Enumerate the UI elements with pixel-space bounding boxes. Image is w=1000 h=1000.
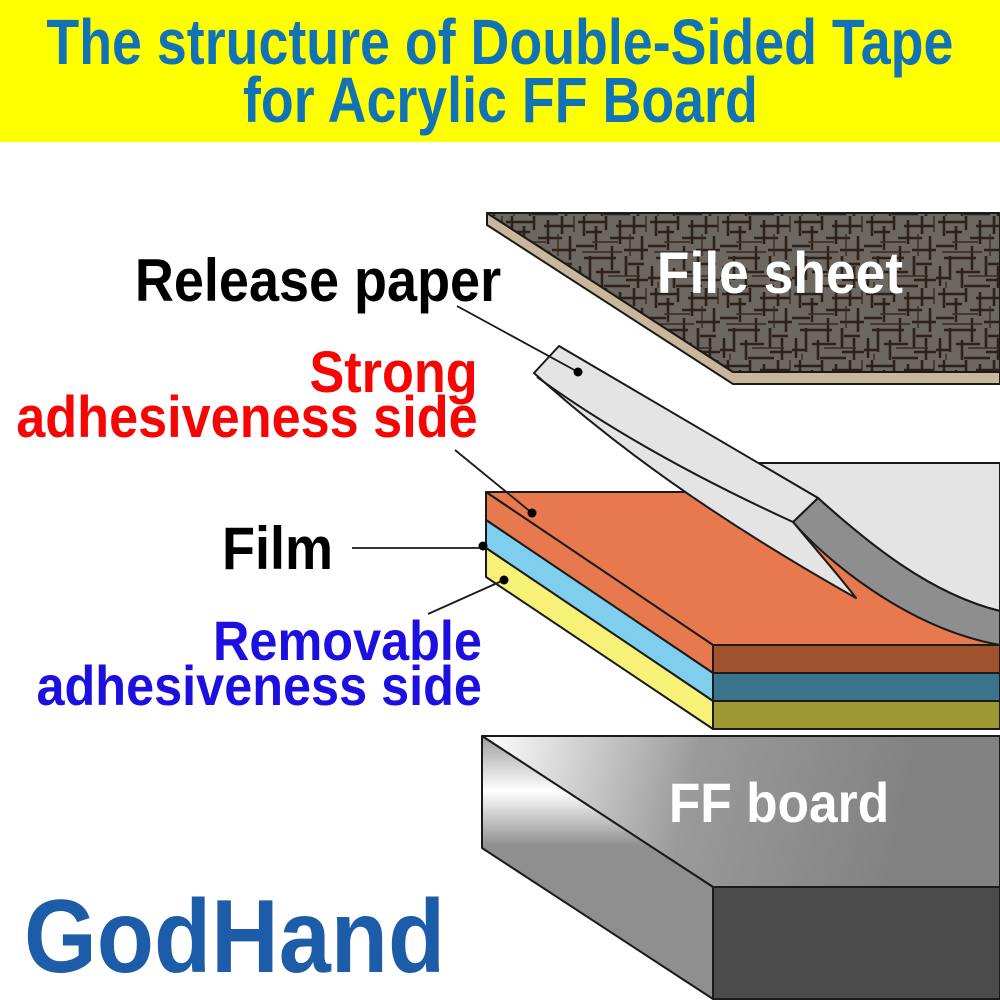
label-removable-line1: Removable <box>213 609 482 672</box>
film-front-face <box>712 672 1000 702</box>
release-paper-crease-line <box>536 376 794 523</box>
title-banner: The structure of Double-Sided Tape for A… <box>0 0 1000 142</box>
title-line-1: The structure of Double-Sided Tape <box>46 6 954 78</box>
film-leader-dot <box>478 541 488 551</box>
label-strong-line1: Strong <box>309 340 478 405</box>
ff-board-front-face <box>712 886 1000 1000</box>
label-film: Film <box>222 515 334 582</box>
release-paper-leader-dot <box>573 367 583 377</box>
file-sheet-shape <box>486 212 1000 385</box>
removable-adhesive-front-face <box>712 700 1000 730</box>
strong-side-leader-line <box>454 449 533 514</box>
label-file-sheet: File sheet <box>656 241 904 306</box>
release-paper-leader-line <box>456 305 579 373</box>
file-sheet-top <box>486 212 1000 373</box>
label-removable-adhesiveness-side: Removable adhesiveness side <box>36 609 482 717</box>
release-paper-shape <box>533 345 1000 646</box>
strong-side-leader-dot <box>527 508 537 518</box>
release-paper-strip <box>533 345 857 599</box>
label-removable-line2: adhesiveness side <box>36 654 482 717</box>
label-release-paper: Release paper <box>134 247 502 314</box>
removable-side-leader-line <box>427 579 505 615</box>
ff-board-shape <box>481 735 1000 1000</box>
leader-lines <box>352 305 583 615</box>
title-line-2: for Acrylic FF Board <box>242 64 758 136</box>
label-ff-board: FF board <box>668 771 890 834</box>
strong-adhesive-front-face <box>712 644 1000 674</box>
removable-side-leader-dot <box>499 575 509 585</box>
godhand-logo: GodHand <box>24 879 446 995</box>
label-strong-adhesiveness-side: Strong adhesiveness side <box>16 340 478 450</box>
label-strong-line2: adhesiveness side <box>16 385 478 450</box>
